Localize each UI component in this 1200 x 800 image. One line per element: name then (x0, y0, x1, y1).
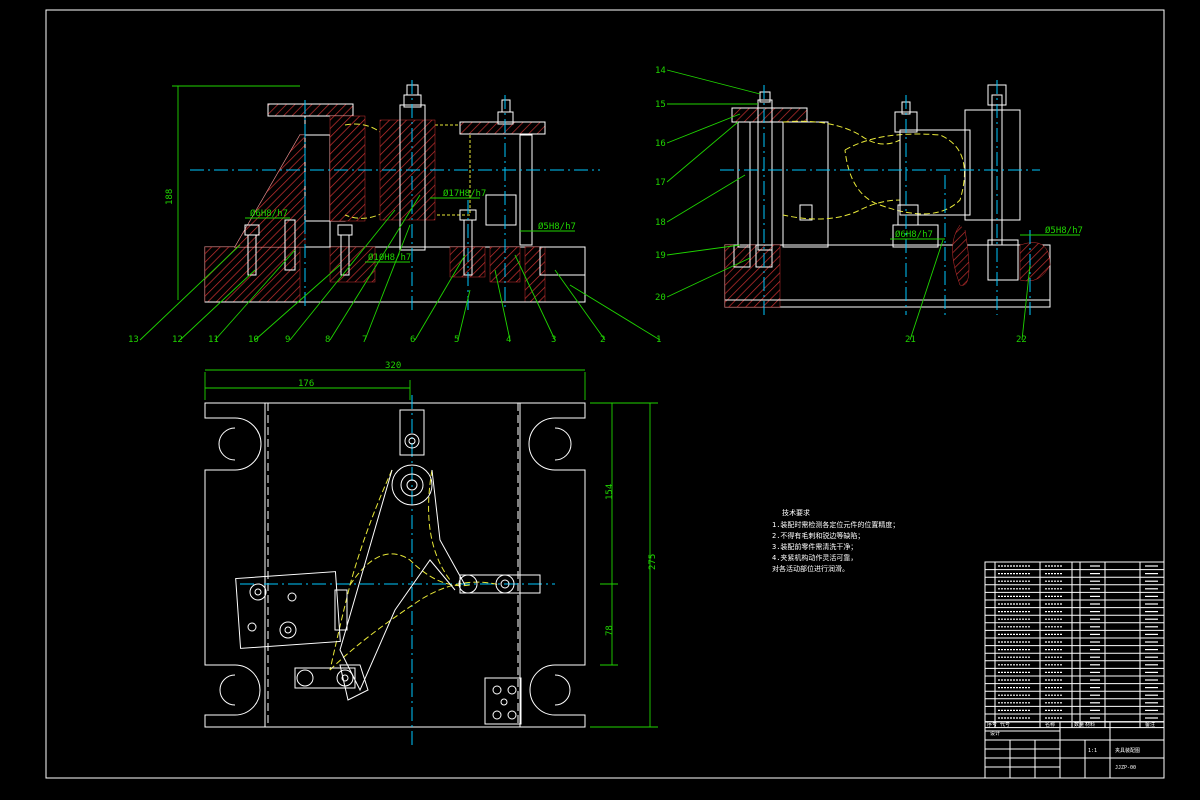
balloon-20: 20 (655, 293, 666, 303)
drawing-number: JJZP-00 (1115, 765, 1136, 771)
balloon-21: 21 (905, 335, 916, 345)
dim-left-width: 176 (298, 379, 314, 389)
title-block: 夹具装配图 JJZP-00 1:1 设计 (984, 721, 1165, 779)
balloon-22: 22 (1016, 335, 1027, 345)
company: 设计 (990, 730, 1000, 737)
balloon-14: 14 (655, 66, 666, 76)
bom-header-cell: 序号 (987, 721, 997, 728)
dim-lower-span: 78 (605, 625, 615, 636)
balloon-4: 4 (506, 335, 511, 345)
balloon-17: 17 (655, 178, 666, 188)
fit-label-5b: Ø5H8/h7 (1045, 225, 1083, 236)
balloon-3: 3 (551, 335, 556, 345)
balloon-5: 5 (454, 335, 459, 345)
fit-label-17: Ø17H8/h7 (443, 188, 486, 199)
bom-header-cell: 材料 (1085, 721, 1095, 728)
side-view: Ø6H8/h7 Ø5H8/h7 14 15 16 17 18 19 20 21 … (655, 66, 1083, 345)
bom-header-cell: 备注 (1145, 721, 1155, 728)
dim-right-height: 275 (648, 554, 658, 570)
balloon-11: 11 (208, 335, 219, 345)
bom-header-cell: 数量 (1074, 721, 1084, 728)
balloon-1: 1 (656, 335, 661, 345)
fit-label-5a: Ø5H8/h7 (538, 221, 576, 232)
front-balloons: 13 12 11 10 9 8 7 6 5 4 3 2 1 (128, 335, 661, 345)
balloon-15: 15 (655, 100, 666, 110)
balloon-8: 8 (325, 335, 330, 345)
tech-note-line: 3.装配前零件需清洗干净； (772, 542, 857, 551)
tech-note-line: 4.夹紧机构动作灵活可靠， (772, 553, 857, 562)
tech-note-line: 2.不得有毛刺和锐边等缺陷； (772, 531, 864, 540)
bom-header-cell: 代号 (1000, 721, 1010, 728)
balloon-9: 9 (285, 335, 290, 345)
dim-upper-span: 154 (605, 484, 615, 500)
dim-top-width: 320 (385, 361, 401, 371)
balloon-7: 7 (362, 335, 367, 345)
balloon-10: 10 (248, 335, 259, 345)
balloon-19: 19 (655, 251, 666, 261)
balloon-16: 16 (655, 139, 666, 149)
balloon-13: 13 (128, 335, 139, 345)
tech-note-line: 对各活动部位进行润滑。 (772, 564, 849, 573)
balloon-2: 2 (600, 335, 605, 345)
tech-notes-title: 技术要求 (782, 508, 810, 517)
tech-note-line: 1.装配时需检测各定位元件的位置精度； (772, 520, 899, 529)
drawing-name: 夹具装配图 (1115, 747, 1140, 754)
top-view: 320 176 275 154 78 (204, 361, 658, 745)
technical-notes: 技术要求 1.装配时需检测各定位元件的位置精度； 2.不得有毛刺和锐边等缺陷； … (772, 508, 899, 573)
fit-label-10: Ø10H8/h7 (368, 252, 411, 263)
side-balloons: 14 15 16 17 18 19 20 21 22 (655, 66, 1027, 345)
balloon-6: 6 (410, 335, 415, 345)
balloon-12: 12 (172, 335, 183, 345)
scale: 1:1 (1088, 748, 1097, 754)
drawing-frame (45, 9, 1165, 779)
balloon-18: 18 (655, 218, 666, 228)
fit-label-6b: Ø6H8/h7 (895, 229, 933, 240)
bill-of-materials: 序号代号 名称 数量材料 备注 (984, 561, 1165, 729)
bom-header-cell: 名称 (1045, 721, 1055, 728)
dim-overall-height: 188 (165, 189, 175, 205)
fit-label-6a: Ø6H8/h7 (250, 208, 288, 219)
front-view: 188 Ø17H8/h7 Ø6H8/h7 Ø10H8/h7 Ø5H8/h7 13 (128, 80, 661, 345)
